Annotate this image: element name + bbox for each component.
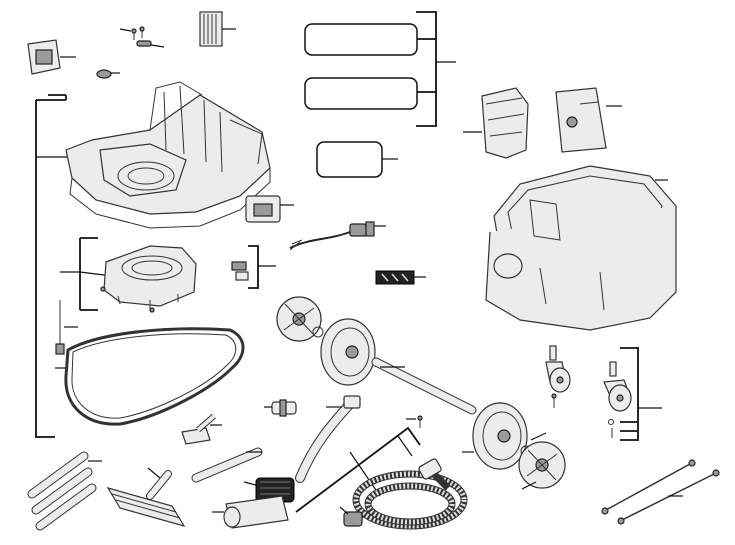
label-box-top <box>304 23 418 56</box>
wheel-right <box>472 402 528 470</box>
part-56-tie-straps <box>601 459 720 525</box>
castor-with-brake <box>603 361 632 438</box>
part-74-brush <box>255 477 295 503</box>
part-67-floor-tool <box>181 413 216 445</box>
part-26-screws <box>131 26 145 40</box>
part-65-wet-dry-nozzle <box>106 470 186 527</box>
part-42-switch-unit <box>245 195 281 223</box>
hose-icon <box>351 465 468 530</box>
part-45-sensor <box>55 300 65 355</box>
part-31-clip <box>136 40 152 47</box>
label-box-middle <box>304 77 418 110</box>
washer-left <box>312 326 324 338</box>
part-52-axle <box>371 357 477 415</box>
part-68-round-brush <box>223 495 289 529</box>
motor-head-icon <box>65 81 271 229</box>
part-46-cable-clamp <box>231 261 249 281</box>
wheel-hub-cap-left <box>276 296 322 342</box>
wheel-icon <box>320 318 376 386</box>
part-60-hose-connector <box>343 511 363 527</box>
part-47-motor-base <box>100 245 197 313</box>
container-icon <box>485 165 677 331</box>
part-63-adapter <box>271 399 297 417</box>
part-42-switch <box>27 39 61 75</box>
part-58-dust-bag <box>555 87 607 153</box>
castor-icon <box>545 345 571 408</box>
part-48-gasket <box>64 327 245 426</box>
part-64-extension-tubes <box>27 451 97 531</box>
part-41-knob <box>96 69 112 79</box>
part-66-crevice-tool <box>191 447 263 483</box>
part-72-filter-strip <box>375 270 415 285</box>
wheel-hub-cap-right <box>518 441 566 489</box>
part-62-curved-tube <box>295 395 361 483</box>
part-57-filter-bag <box>481 87 529 159</box>
part-40-filter-cassette <box>199 11 223 47</box>
part-43-power-cable <box>289 221 375 251</box>
label-box-70 <box>316 141 383 178</box>
part-61-hose-cuff <box>418 458 442 480</box>
